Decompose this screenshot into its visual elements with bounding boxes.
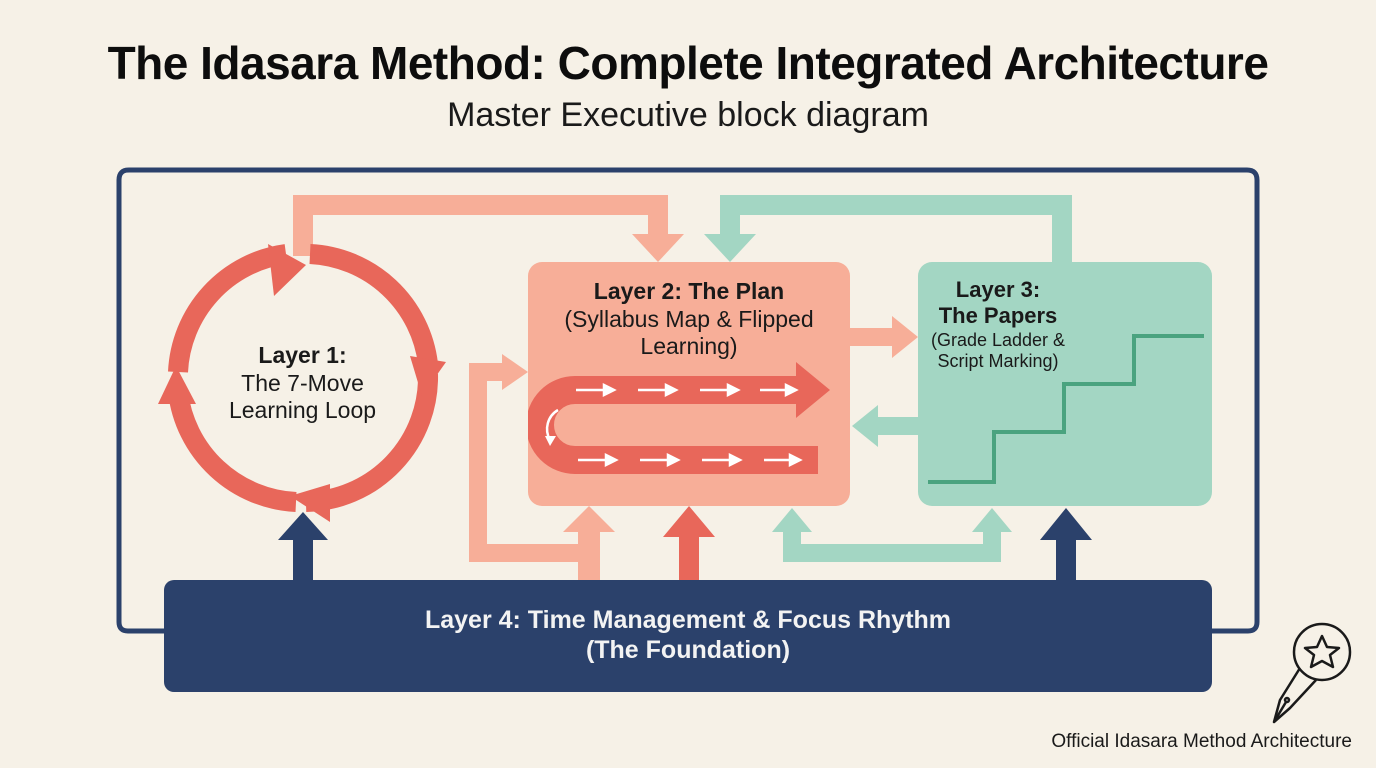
arrow-foundation-to-plan-coral [663,506,715,580]
layer2-label: Layer 2: The Plan (Syllabus Map & Flippe… [528,278,850,361]
layer3-label: Layer 3: The Papers (Grade Ladder & Scri… [918,277,1078,373]
layer3-line2: Script Marking) [937,351,1059,372]
arrow-plan-papers-bottom [772,508,1012,562]
layer2-line1: (Syllabus Map & Flipped [564,305,814,332]
layer1-line2: Learning Loop [228,397,377,424]
learning-loop-circle [158,244,446,522]
layer4-label: Layer 4: Time Management & Focus Rhythm … [164,605,1212,665]
layer2-line2: Learning) [640,333,738,360]
grade-ladder-stairs [928,334,1204,484]
arrow-foundation-to-papers [1040,508,1092,582]
layer4-foundation-bar[interactable] [164,580,1212,692]
layer2-heading: Layer 2: The Plan [593,278,785,304]
layer1-heading: Layer 1: [258,342,347,368]
syllabus-track [528,362,830,474]
pen-nib-star-icon [1272,622,1352,724]
layer1-label: Layer 1: The 7-Move Learning Loop [205,342,400,425]
arrow-foundation-to-loop [278,512,328,582]
arrow-plan-to-papers [850,316,918,358]
diagram-subtitle: Master Executive block diagram [447,96,929,134]
layer3-heading2: The Papers [938,303,1058,329]
arrow-papers-to-plan [852,405,918,447]
layer3-heading1: Layer 3: [955,277,1041,302]
layer4-line1: Layer 4: Time Management & Focus Rhythm [424,606,952,634]
footer-caption: Official Idasara Method Architecture [1051,731,1352,752]
arrow-foundation-to-plan-salmon [563,506,615,580]
diagram-title: The Idasara Method: Complete Integrated … [107,37,1269,89]
layer3-line1: (Grade Ladder & [930,329,1066,350]
layer1-line1: The 7-Move [241,369,364,396]
layer4-line2: (The Foundation) [585,636,791,664]
arrow-papers-to-plan-top [704,195,1072,262]
arrow-loop-to-plan [293,195,684,262]
outer-feedback-loop [116,167,1260,634]
